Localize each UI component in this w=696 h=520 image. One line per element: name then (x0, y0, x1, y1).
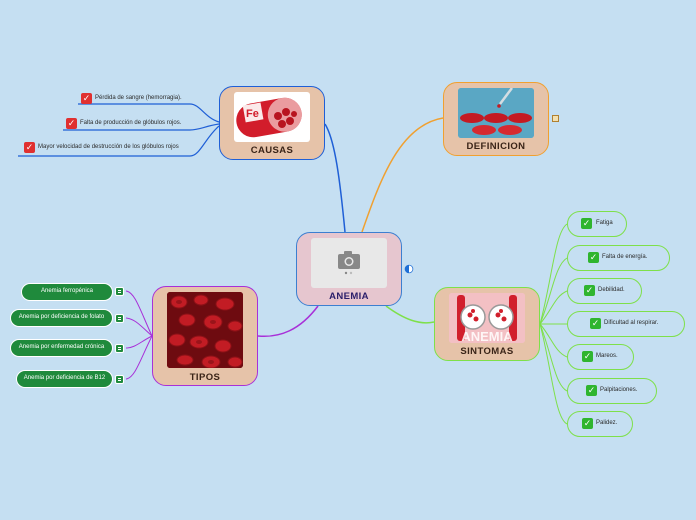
red-blood-cells-icon (167, 292, 243, 368)
causas-image: Fe (234, 92, 310, 142)
topic-sintomas-label: SINTOMAS (460, 346, 514, 357)
sintoma-pill-4[interactable] (567, 311, 685, 337)
connector-sint-5 (539, 323, 568, 358)
connector-causas-3 (18, 125, 220, 157)
connector-causas-1 (78, 103, 220, 123)
topic-tipos-label: TIPOS (189, 372, 221, 383)
blood-tubes-icon: ANEMIA (449, 293, 525, 343)
check-icon: ✓ (582, 418, 593, 429)
topic-causas[interactable]: Fe CAUSAS (219, 86, 325, 160)
notes-icon[interactable] (115, 375, 124, 384)
sintoma-pill-7[interactable] (567, 411, 633, 437)
connector-sint-2 (539, 257, 568, 325)
connector-causas-2 (63, 123, 220, 131)
notes-icon[interactable] (115, 314, 124, 323)
causa-item-1[interactable]: Pérdida de sangre (hemorragia). (95, 95, 182, 101)
iron-capsule-icon: Fe (236, 97, 302, 138)
tipo-item-3[interactable]: Anemia por enfermedad crónica (10, 339, 113, 357)
sintoma-pill-2[interactable] (567, 245, 670, 271)
connector-causas (324, 123, 346, 233)
connector-tipo-2 (125, 317, 153, 337)
connector-tipo-1 (125, 290, 153, 337)
sintoma-pill-5[interactable] (567, 344, 634, 370)
central-topic-label: ANEMIA (329, 291, 369, 302)
check-icon: ✓ (66, 118, 77, 129)
link-icon[interactable] (404, 264, 414, 274)
sintoma-item-7: Palidez. (596, 420, 618, 426)
tipo-item-1[interactable]: Anemia ferropénica (21, 283, 113, 301)
notes-icon[interactable] (552, 115, 559, 122)
blood-samples-icon (458, 88, 534, 138)
topic-sintomas[interactable]: ANEMIA SINTOMAS (434, 287, 540, 361)
connector-sintomas (385, 305, 435, 324)
notes-icon[interactable] (115, 344, 124, 353)
topic-definicion-label: DEFINICION (466, 141, 526, 152)
check-icon: ✓ (590, 318, 601, 329)
check-icon: ✓ (588, 252, 599, 263)
iron-symbol-text: Fe (246, 108, 259, 120)
sintoma-item-1: Fatiga (596, 220, 613, 226)
definicion-image (458, 88, 534, 138)
notes-icon[interactable] (115, 287, 124, 296)
causa-item-3[interactable]: Mayor velocidad de destrucción de los gl… (38, 144, 179, 150)
connector-definicion (361, 117, 444, 233)
connector-sint-6 (539, 323, 568, 392)
image-placeholder (311, 238, 387, 288)
connector-sint-3 (539, 290, 568, 325)
connector-sint-7 (539, 323, 568, 425)
sintoma-pill-3[interactable] (567, 278, 642, 304)
topic-causas-label: CAUSAS (250, 145, 294, 156)
topic-tipos[interactable]: TIPOS (152, 286, 258, 386)
sintoma-item-6: Palpitaciones. (600, 387, 638, 393)
camera-icon (338, 251, 360, 275)
central-topic-anemia[interactable]: ANEMIA (296, 232, 402, 306)
tipo-item-2[interactable]: Anemia por deficiencia de folato (10, 309, 113, 327)
connector-tipos (257, 305, 319, 338)
check-icon: ✓ (586, 385, 597, 396)
anemia-overlay-text: ANEMIA (461, 329, 513, 343)
topic-definicion[interactable]: DEFINICION (443, 82, 549, 156)
connector-sint-1 (539, 223, 568, 325)
sintoma-item-3: Debilidad. (598, 287, 625, 293)
tipo-item-4[interactable]: Anemia por deficiencia de B12 (16, 370, 113, 388)
sintoma-pill-1[interactable] (567, 211, 627, 237)
connector-tipo-4 (125, 335, 153, 380)
check-icon: ✓ (581, 218, 592, 229)
sintomas-image: ANEMIA (449, 293, 525, 343)
sintoma-item-2: Falta de energía. (602, 254, 648, 260)
tipos-image (167, 292, 243, 368)
check-icon: ✓ (81, 93, 92, 104)
check-icon: ✓ (584, 285, 595, 296)
check-icon: ✓ (582, 351, 593, 362)
check-icon: ✓ (24, 142, 35, 153)
connector-tipo-3 (125, 335, 153, 349)
sintoma-item-5: Mareos. (596, 353, 618, 359)
causa-item-2[interactable]: Falta de producción de glóbulos rojos. (80, 120, 182, 126)
sintoma-pill-6[interactable] (567, 378, 657, 404)
sintoma-item-4: Dificultad al respirar. (604, 320, 659, 326)
